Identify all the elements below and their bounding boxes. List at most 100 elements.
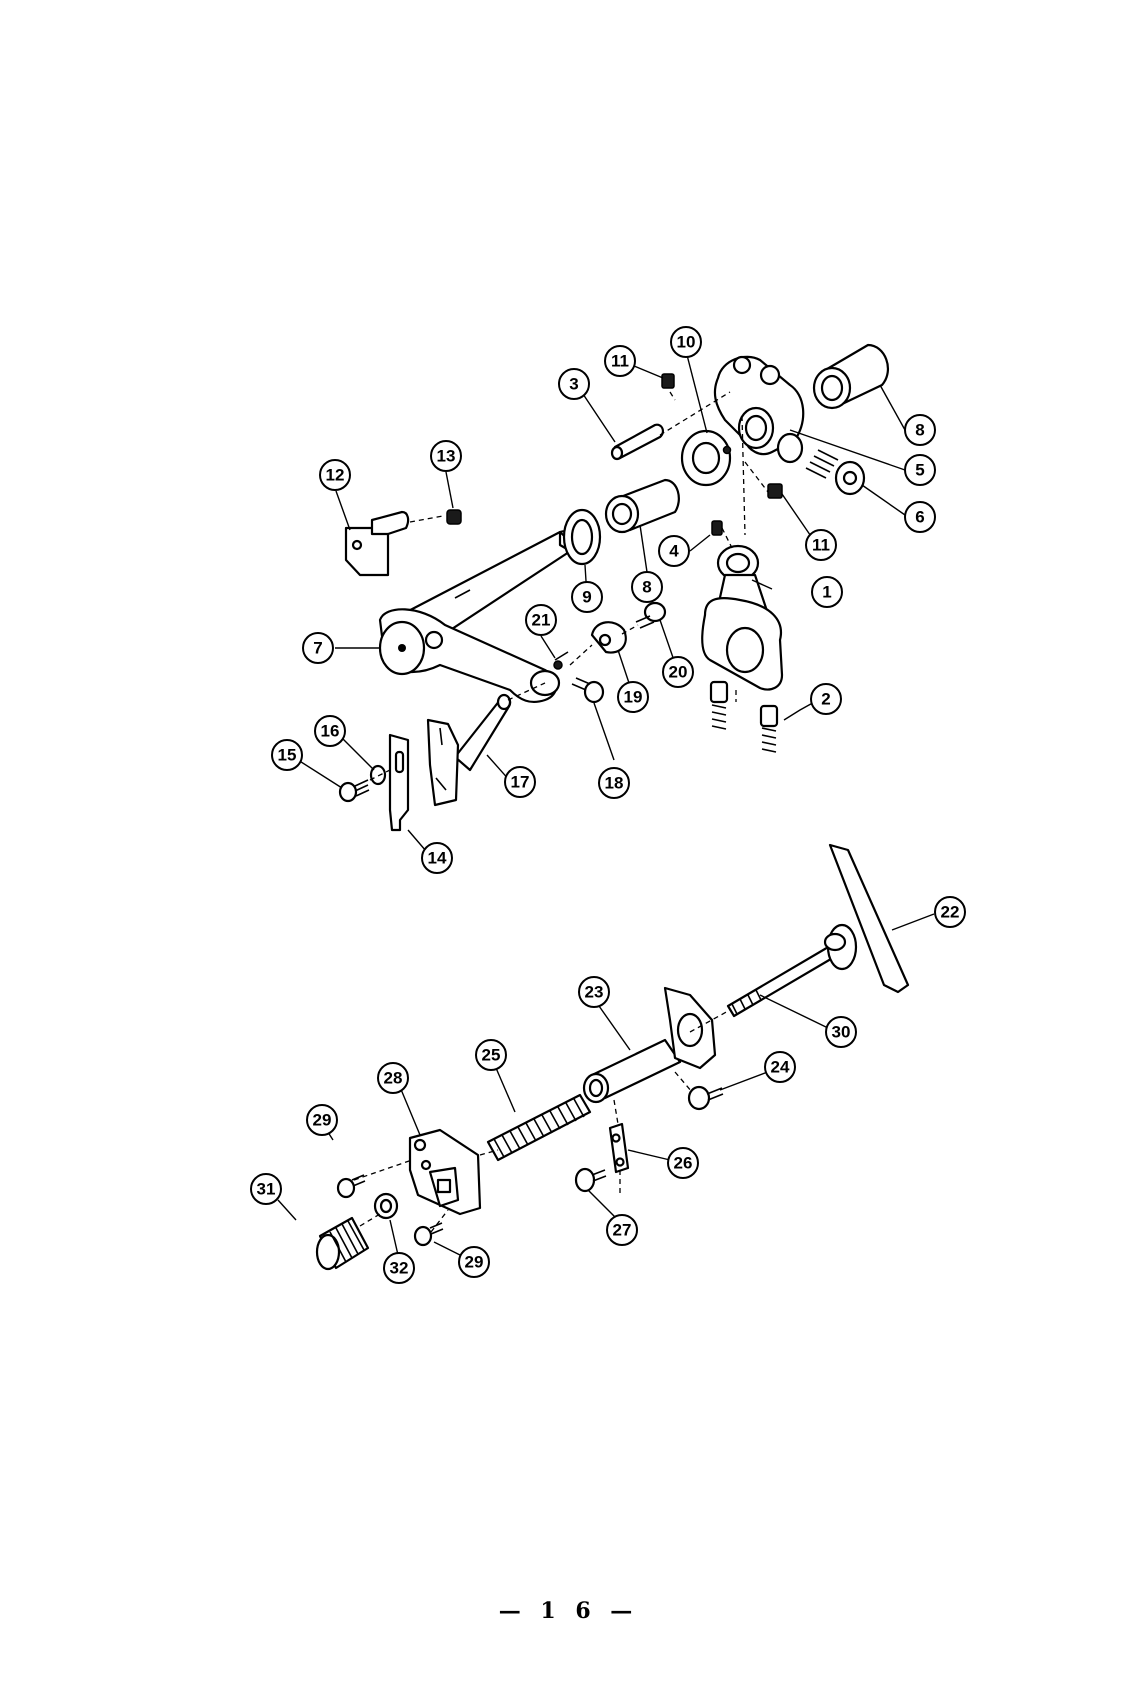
part-23-sleeve xyxy=(584,988,715,1102)
callout-14: 14 xyxy=(422,843,452,873)
svg-text:10: 10 xyxy=(677,333,696,352)
part-11-set-screw-lower xyxy=(768,484,782,498)
part-20-screw xyxy=(636,603,665,628)
svg-text:28: 28 xyxy=(384,1069,403,1088)
svg-text:32: 32 xyxy=(390,1259,409,1278)
svg-text:7: 7 xyxy=(313,639,322,658)
part-10-collar xyxy=(682,431,731,485)
part-8-bushing-upper xyxy=(814,345,888,408)
callout-13: 13 xyxy=(431,441,461,471)
part-18-screw xyxy=(572,678,603,702)
callout-1: 1 xyxy=(812,577,842,607)
svg-text:8: 8 xyxy=(642,578,651,597)
part-29-screw-upper xyxy=(338,1175,365,1197)
part-27-screw xyxy=(576,1169,606,1191)
part-13-set-screw xyxy=(447,510,461,524)
callout-6: 6 xyxy=(905,502,935,532)
part-2-screw-right xyxy=(761,706,777,752)
callout-15: 15 xyxy=(272,740,302,770)
part-6-socket-screw xyxy=(806,450,864,494)
part-14-bracket xyxy=(390,720,458,830)
callout-4: 4 xyxy=(659,536,689,566)
callout-2: 2 xyxy=(811,684,841,714)
svg-text:27: 27 xyxy=(613,1221,632,1240)
callout-28: 28 xyxy=(378,1063,408,1093)
page-number: — 1 6 — xyxy=(0,1598,1137,1624)
callout-16: 16 xyxy=(315,716,345,746)
callout-3: 3 xyxy=(559,369,589,399)
leader-lines xyxy=(278,355,934,1257)
callout-32: 32 xyxy=(384,1253,414,1283)
svg-text:13: 13 xyxy=(437,447,456,466)
callout-10: 10 xyxy=(671,327,701,357)
svg-text:3: 3 xyxy=(569,375,578,394)
part-12-bracket xyxy=(346,512,408,575)
svg-text:30: 30 xyxy=(832,1023,851,1042)
svg-text:31: 31 xyxy=(257,1180,276,1199)
callout-26: 26 xyxy=(668,1148,698,1178)
callout-5: 5 xyxy=(905,455,935,485)
part-24-screw xyxy=(689,1087,723,1109)
callout-19: 19 xyxy=(618,682,648,712)
svg-text:23: 23 xyxy=(585,983,604,1002)
part-8-bushing-lower xyxy=(606,480,679,532)
callout-24: 24 xyxy=(765,1052,795,1082)
part-26-link xyxy=(610,1124,628,1172)
callout-8-upper: 8 xyxy=(905,415,935,445)
svg-text:21: 21 xyxy=(532,611,551,630)
svg-text:29: 29 xyxy=(313,1111,332,1130)
part-15-screw xyxy=(340,780,369,801)
svg-text:14: 14 xyxy=(428,849,447,868)
callout-8-lower: 8 xyxy=(632,572,662,602)
part-30-threaded-rod xyxy=(728,925,856,1016)
part-19-eccentric xyxy=(592,622,626,652)
callout-20: 20 xyxy=(663,657,693,687)
svg-text:1: 1 xyxy=(822,583,831,602)
callout-22: 22 xyxy=(935,897,965,927)
callout-7: 7 xyxy=(303,633,333,663)
svg-text:11: 11 xyxy=(812,536,830,555)
svg-text:20: 20 xyxy=(669,663,688,682)
callout-11-top: 11 xyxy=(605,346,635,376)
callout-29-upper: 29 xyxy=(307,1105,337,1135)
callout-31: 31 xyxy=(251,1174,281,1204)
callout-23: 23 xyxy=(579,977,609,1007)
svg-text:4: 4 xyxy=(669,542,679,561)
callout-17: 17 xyxy=(505,767,535,797)
svg-text:11: 11 xyxy=(611,352,629,371)
svg-text:8: 8 xyxy=(915,421,924,440)
callout-11-lower: 11 xyxy=(806,530,836,560)
part-28-plate xyxy=(410,1130,480,1214)
svg-text:5: 5 xyxy=(915,461,924,480)
part-25-spring xyxy=(488,1095,590,1160)
part-17-shaft xyxy=(455,695,510,770)
svg-text:9: 9 xyxy=(582,588,591,607)
svg-text:15: 15 xyxy=(278,746,297,765)
svg-text:2: 2 xyxy=(821,690,830,709)
part-21-pin xyxy=(554,652,568,669)
part-4-set-screw xyxy=(712,521,722,535)
callout-29-lower: 29 xyxy=(459,1247,489,1277)
svg-text:29: 29 xyxy=(465,1253,484,1272)
svg-text:6: 6 xyxy=(915,508,924,527)
svg-text:24: 24 xyxy=(771,1058,790,1077)
callout-9: 9 xyxy=(572,582,602,612)
svg-text:18: 18 xyxy=(605,774,624,793)
svg-text:17: 17 xyxy=(511,773,530,792)
svg-text:25: 25 xyxy=(482,1046,501,1065)
callout-12: 12 xyxy=(320,460,350,490)
part-2-screw-left xyxy=(711,682,727,729)
callout-27: 27 xyxy=(607,1215,637,1245)
callout-25: 25 xyxy=(476,1040,506,1070)
callout-30: 30 xyxy=(826,1017,856,1047)
part-29-screw-lower xyxy=(415,1223,443,1245)
part-3-pin xyxy=(612,425,663,459)
svg-text:26: 26 xyxy=(674,1154,693,1173)
part-11-set-screw-top xyxy=(662,374,674,388)
svg-text:22: 22 xyxy=(941,903,960,922)
svg-text:16: 16 xyxy=(321,722,340,741)
callout-21: 21 xyxy=(526,605,556,635)
svg-text:12: 12 xyxy=(326,466,345,485)
part-1-connecting-rod xyxy=(702,546,782,689)
